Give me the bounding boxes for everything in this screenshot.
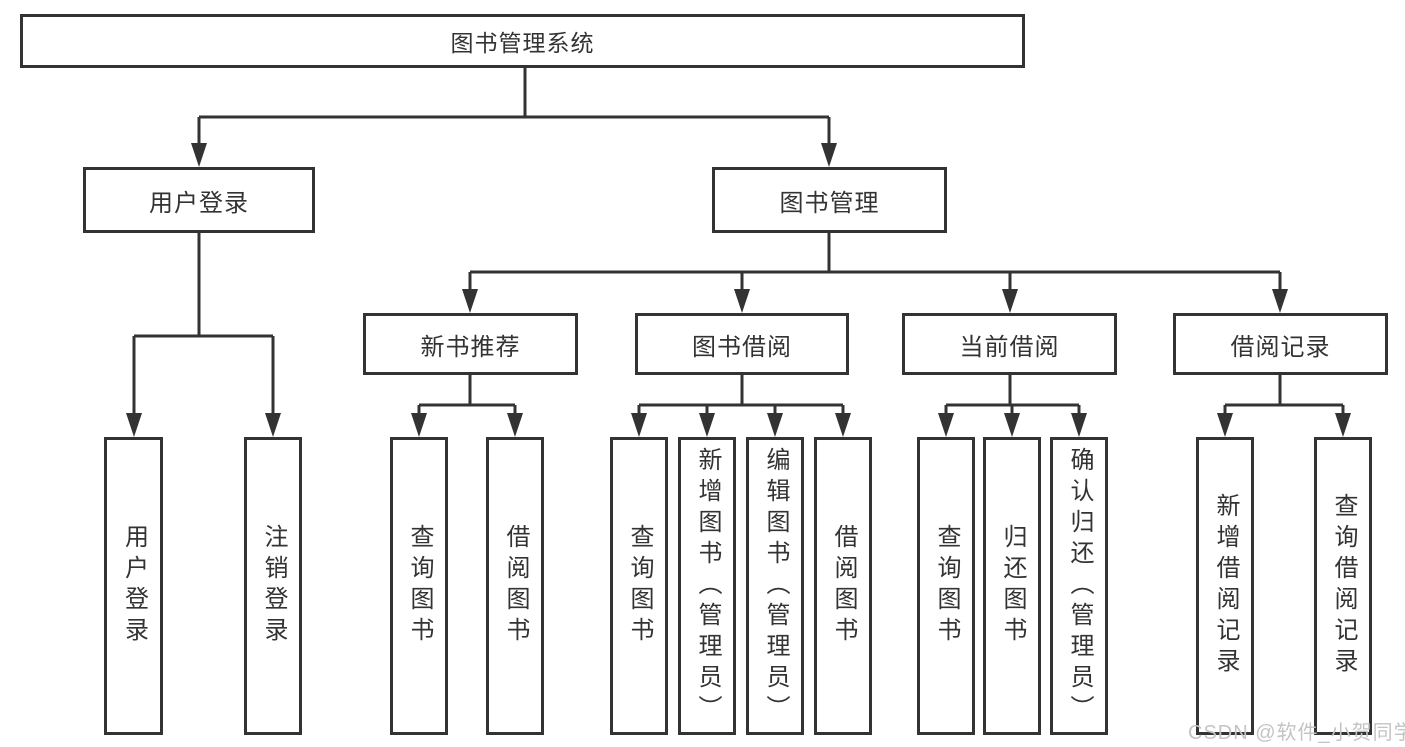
node-book-management: 图书管理 bbox=[712, 167, 947, 233]
node-label: 借阅记录 bbox=[1230, 333, 1331, 361]
node-new-book-recommendation: 新书推荐 bbox=[363, 313, 578, 375]
node-label: 确认归还（管理员） bbox=[1066, 446, 1093, 726]
leaf-logout: 注销登录 bbox=[244, 437, 302, 735]
leaf-confirm-return-admin: 确认归还（管理员） bbox=[1050, 437, 1108, 735]
node-label: 注销登录 bbox=[260, 524, 287, 648]
leaf-query-borrow-record: 查询借阅记录 bbox=[1314, 437, 1372, 735]
leaf-add-books-admin: 新增图书（管理员） bbox=[678, 437, 736, 735]
node-label: 图书管理系统 bbox=[450, 30, 595, 56]
leaf-user-login: 用户登录 bbox=[104, 437, 163, 735]
leaf-query-books: 查询图书 bbox=[610, 437, 668, 735]
node-label: 借阅图书 bbox=[830, 524, 857, 648]
node-library-management-system: 图书管理系统 bbox=[20, 14, 1025, 68]
arrowheads bbox=[126, 143, 1351, 437]
node-label: 图书借阅 bbox=[692, 333, 792, 361]
leaf-query-books: 查询图书 bbox=[390, 437, 448, 735]
node-book-borrowing: 图书借阅 bbox=[635, 313, 849, 375]
node-label: 图书管理 bbox=[779, 189, 880, 217]
node-label: 当前借阅 bbox=[959, 333, 1060, 361]
leaf-return-books: 归还图书 bbox=[983, 437, 1041, 735]
node-label: 用户登录 bbox=[120, 524, 148, 648]
leaf-add-borrow-record: 新增借阅记录 bbox=[1196, 437, 1254, 735]
node-current-borrowing: 当前借阅 bbox=[902, 313, 1117, 375]
node-label: 用户登录 bbox=[149, 189, 249, 217]
leaf-borrow-books: 借阅图书 bbox=[486, 437, 544, 735]
node-label: 查询借阅记录 bbox=[1330, 493, 1357, 679]
connector-paths bbox=[132, 68, 1345, 420]
node-label: 查询图书 bbox=[933, 524, 960, 648]
node-label: 新增借阅记录 bbox=[1212, 493, 1239, 679]
node-label: 新增图书（管理员） bbox=[694, 446, 721, 726]
node-label: 新书推荐 bbox=[420, 333, 521, 361]
csdn-watermark: CSDN @软件_小贺同学 bbox=[1188, 722, 1405, 744]
node-user-login: 用户登录 bbox=[83, 167, 315, 233]
node-label: 查询图书 bbox=[406, 524, 433, 648]
node-borrowing-records: 借阅记录 bbox=[1173, 313, 1388, 375]
node-label: 借阅图书 bbox=[502, 524, 529, 648]
leaf-edit-books-admin: 编辑图书（管理员） bbox=[746, 437, 804, 735]
node-label: 查询图书 bbox=[626, 524, 653, 648]
node-label: 编辑图书（管理员） bbox=[762, 446, 789, 726]
node-label: 归还图书 bbox=[999, 524, 1026, 648]
leaf-borrow-books: 借阅图书 bbox=[814, 437, 872, 735]
leaf-query-books: 查询图书 bbox=[917, 437, 975, 735]
